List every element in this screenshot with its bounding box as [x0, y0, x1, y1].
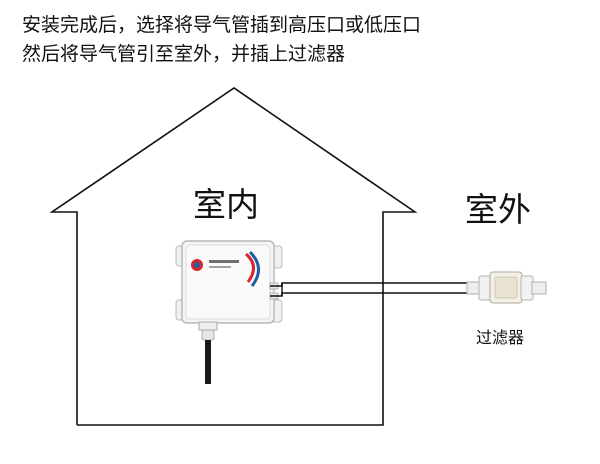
air-tube [270, 282, 478, 297]
indoor-label: 室内 [193, 185, 259, 224]
filter-label: 过滤器 [476, 328, 525, 347]
outdoor-label: 室外 [465, 190, 531, 229]
instruction-line-1: 安装完成后，选择将导气管插到高压口或低压口 [22, 14, 422, 36]
power-cable [205, 340, 211, 384]
device-badge [209, 260, 239, 263]
house-outline [49, 87, 418, 426]
filter-device [466, 271, 547, 304]
pressure-transmitter [175, 240, 283, 384]
instruction-line-2: 然后将导气管引至室外，并插上过滤器 [22, 43, 346, 65]
